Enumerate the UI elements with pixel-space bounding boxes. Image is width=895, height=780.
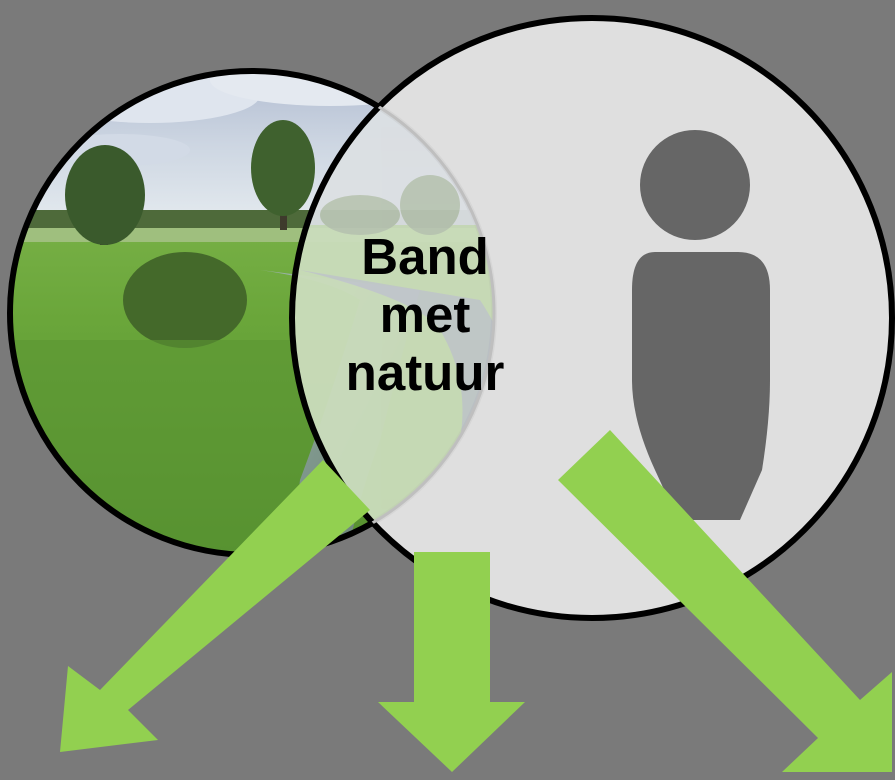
center-label: Band met natuur [320,228,530,402]
center-label-line1: Band [361,228,489,285]
arrow-down-right [558,430,892,772]
center-label-line3: natuur [345,344,505,401]
arrow-down-left [60,460,370,752]
arrows [60,430,892,772]
center-label-line2: met [379,286,471,343]
person-icon [632,130,770,520]
arrow-down [378,552,525,772]
